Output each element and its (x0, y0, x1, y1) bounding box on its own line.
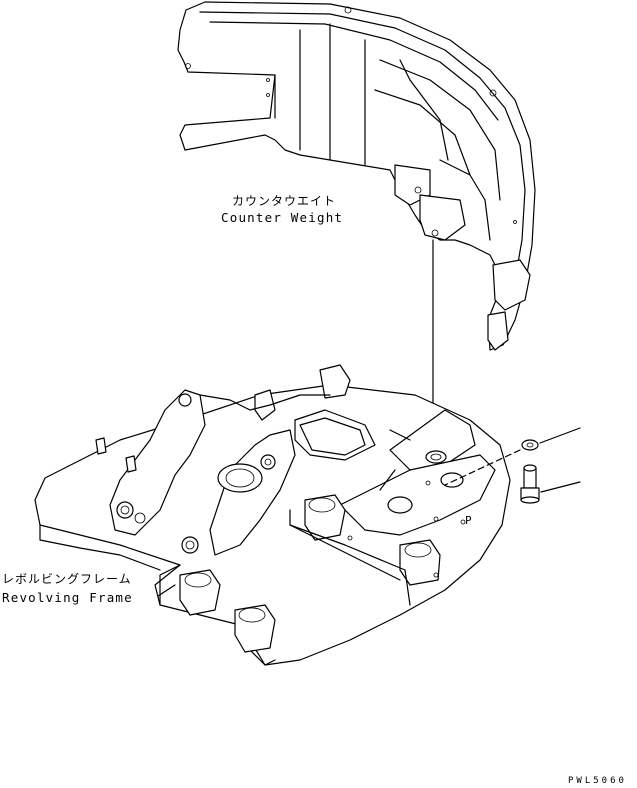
drawing-code: PWL5060 (568, 776, 627, 786)
washer-leader-line (539, 427, 581, 444)
bolt-part (520, 464, 540, 504)
counterweight-part (177, 1, 536, 351)
frame-label-jp: レボルビングフレーム (2, 572, 132, 586)
part-mark-p: P (465, 514, 473, 527)
frame-label-en: Revolving Frame (2, 590, 133, 605)
counterweight-label-jp: カウンタウエイト (232, 194, 337, 208)
frame-leader-line (157, 584, 176, 597)
bolt-leader-line (540, 481, 581, 493)
counterweight-label-en: Counter Weight (221, 210, 344, 225)
bolt-centerline (444, 449, 521, 486)
revolving-frame-part (34, 364, 511, 666)
washer-part (521, 439, 539, 451)
